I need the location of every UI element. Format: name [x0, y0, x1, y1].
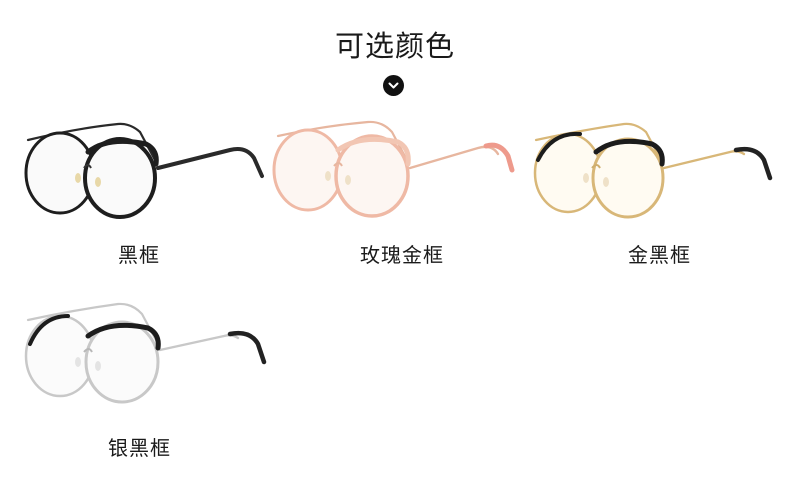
- product-label: 银黑框: [108, 436, 171, 460]
- product-label: 金黑框: [628, 243, 691, 267]
- product-label: 黑框: [118, 243, 160, 267]
- page-title: 可选颜色: [334, 29, 455, 63]
- product-label: 玫瑰金框: [360, 243, 444, 267]
- glasses-gold-black-image: [533, 122, 773, 219]
- product-black-frame[interactable]: 黑框: [18, 118, 268, 267]
- product-gold-black-frame[interactable]: 金黑框: [524, 118, 774, 267]
- glasses-black-image: [24, 122, 264, 219]
- product-silver-black-frame[interactable]: 银黑框: [18, 300, 268, 460]
- product-rose-gold-frame[interactable]: 玫瑰金框: [268, 118, 518, 267]
- chevron-down-icon: [383, 75, 404, 96]
- glasses-rose-gold-image: [272, 120, 515, 218]
- glasses-silver-black-image: [24, 302, 267, 404]
